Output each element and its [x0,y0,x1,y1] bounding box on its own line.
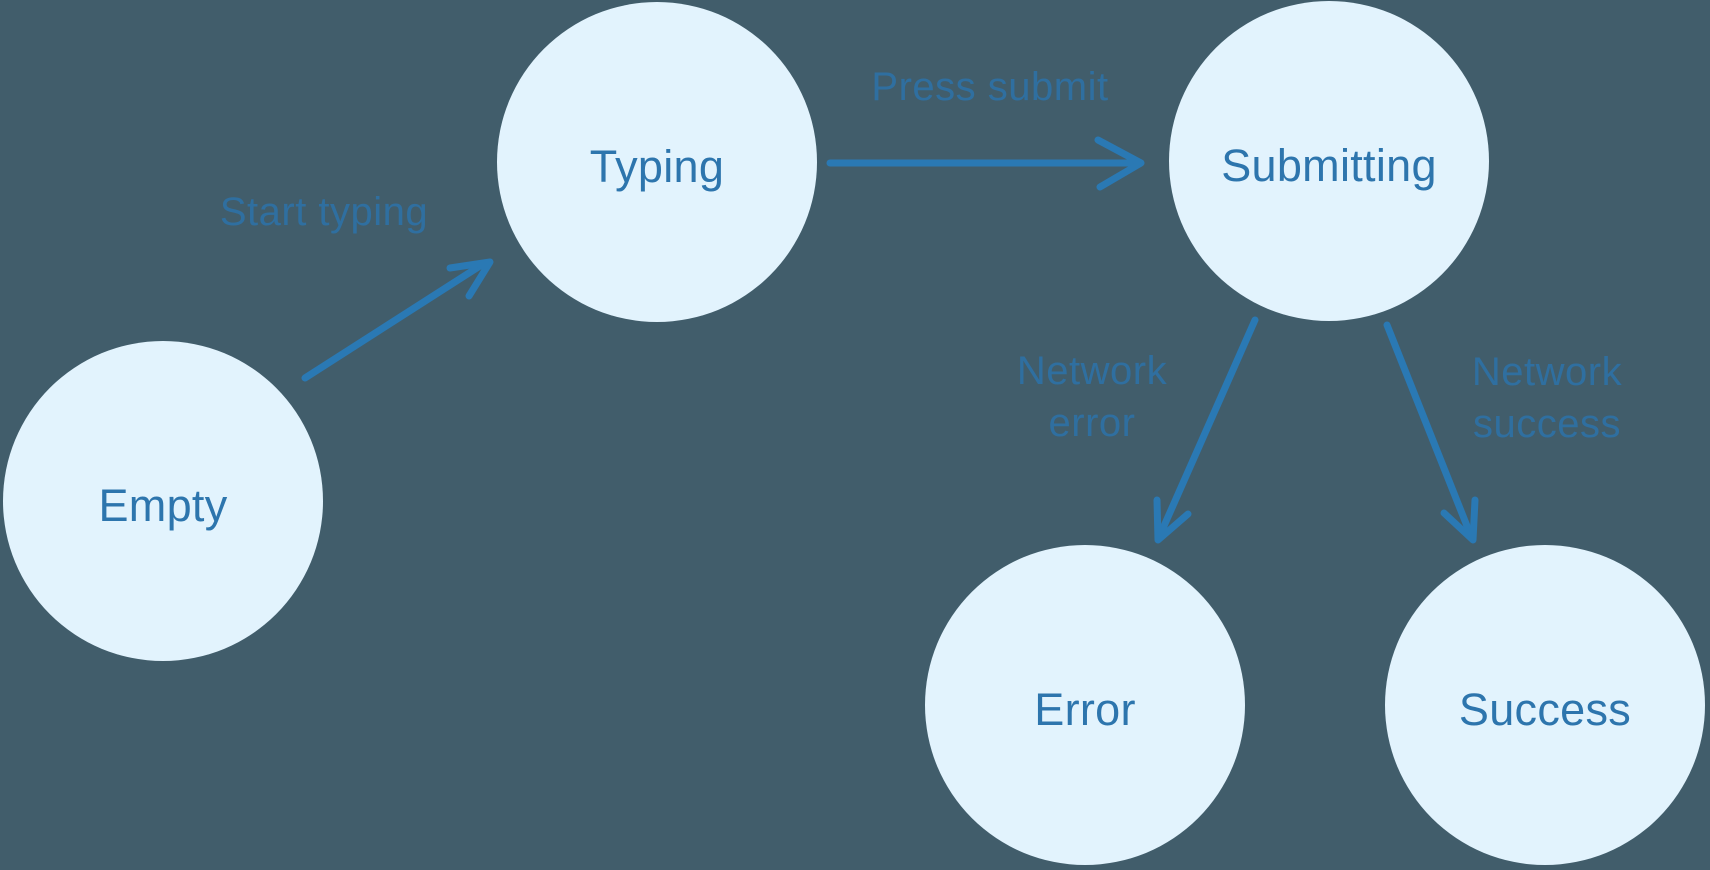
arrow-empty-to-typing [301,258,494,382]
state-node-empty: Empty [3,341,323,661]
edge-label-network-error: Network error [1016,349,1168,445]
state-node-submitting: Submitting [1169,1,1489,321]
arrow-shaft [1156,316,1259,539]
state-node-label: Submitting [1221,140,1437,191]
state-node-success: Success [1385,545,1705,865]
arrowhead-icon [1094,136,1145,191]
arrowhead-icon [1153,496,1192,544]
state-node-typing: Typing [497,2,817,322]
arrow-submitting-to-error [1153,316,1259,544]
state-node-error: Error [925,545,1245,865]
state-node-label: Success [1458,684,1632,735]
arrow-submitting-to-success [1383,321,1479,544]
arrow-shaft [301,260,487,382]
state-node-label: Empty [98,480,228,531]
arrow-shaft [1383,321,1475,540]
state-node-label: Typing [589,141,725,192]
state-node-label: Error [1034,684,1136,735]
edge-label-start-typing: Start typing [219,190,429,234]
arrowhead-icon [1440,496,1479,544]
arrowhead-icon [446,258,494,300]
edge-label-network-success: Network success [1471,350,1623,446]
arrow-typing-to-submitting [826,136,1145,191]
edge-label-press-submit: Press submit [871,65,1109,109]
